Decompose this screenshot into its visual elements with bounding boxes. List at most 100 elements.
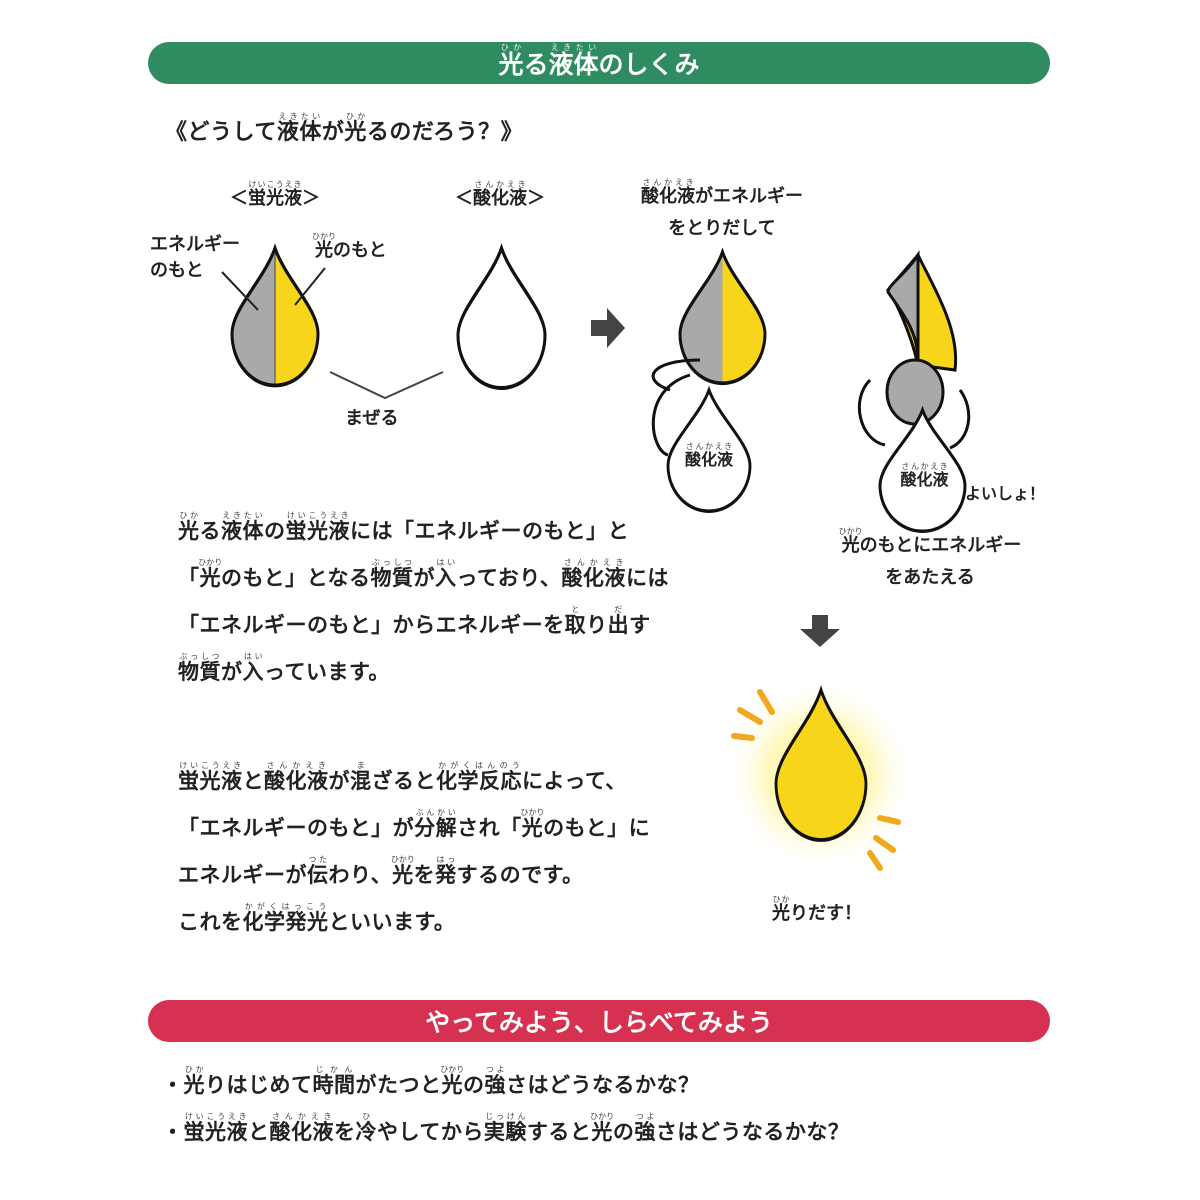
text-segment: のもと — [150, 260, 204, 281]
text-line: をとりだして — [612, 213, 832, 245]
text-segment: と — [242, 769, 264, 793]
text-segment: りはじめて — [205, 1073, 313, 1097]
text-segment: のもとにエネルギー — [859, 535, 1022, 556]
text-segment: り — [586, 613, 608, 637]
text-segment: 「 — [178, 566, 200, 590]
ruby-word: 蛍光液けいこうえき — [285, 511, 351, 543]
ruby-word: 冷ひ — [355, 1112, 378, 1144]
explanation-paragraph-2: 蛍光液けいこうえきと酸化液さんかえきが混まざると化学反応かがくはんのうによって、… — [178, 758, 650, 946]
ruby-word: 蛍光液けいこうえき — [178, 761, 243, 793]
section-header-try: やってみよう、しらべてみよう — [148, 1000, 1050, 1042]
ruby-word: 入はい — [434, 558, 457, 590]
ruby-word: 酸化液さんかえき — [269, 1112, 335, 1144]
text-segment: を — [413, 863, 436, 887]
text-segment: がたつと — [355, 1073, 442, 1097]
ruby-word: 液体えきたい — [548, 43, 599, 79]
ruby-word: 発はっ — [435, 855, 457, 887]
extracting-drop — [678, 250, 767, 386]
fluorescent-liquid-label: ＜蛍光液けいこうえき＞ — [205, 180, 345, 210]
text-segment: 《どうして — [165, 120, 277, 145]
gray-lump — [885, 358, 945, 426]
arms — [651, 358, 701, 457]
ruby-word: 光ひか — [498, 43, 524, 79]
text-line: 光ひかりのもとにエネルギー — [815, 527, 1045, 562]
text-segment: され「 — [457, 816, 522, 840]
text-segment: っています。 — [264, 660, 390, 684]
text-segment: さはどうなるかな？ — [655, 1120, 850, 1144]
ruby-word: 実験じっけん — [483, 1112, 527, 1144]
text-segment: には — [625, 566, 669, 590]
text-segment: には「エネルギーのもと」と — [350, 519, 630, 543]
text-segment: るのだろう？》 — [366, 120, 524, 145]
mix-lines — [329, 371, 444, 400]
text-segment: っており、 — [456, 566, 562, 590]
text-segment: するのです。 — [456, 863, 584, 887]
ruby-word: 物質ぶっしつ — [178, 652, 221, 684]
ruby-word: 蛍光液けいこうえき — [183, 1112, 249, 1144]
section-header-mechanism: 光ひかる液体えきたいのしくみ — [148, 42, 1050, 84]
ruby-word: 酸化液さんかえき — [561, 558, 626, 590]
text-segment: のしくみ — [598, 50, 700, 79]
glow-rays-icon — [731, 689, 901, 871]
text-line: エネルギー — [150, 232, 240, 258]
text-segment: これを — [178, 910, 243, 934]
text-line: 蛍光液けいこうえきと酸化液さんかえきが混まざると化学反応かがくはんのうによって、 — [178, 758, 650, 805]
ruby-word: 光ひか — [178, 511, 200, 543]
ruby-word: 取と — [564, 605, 587, 637]
text-segment: すると — [526, 1120, 592, 1144]
text-segment: ＞ — [527, 188, 545, 209]
arrow-down-icon — [800, 615, 840, 647]
fluorescent-drop — [230, 246, 320, 388]
give-energy-caption: 光ひかりのもとにエネルギーをあたえる — [815, 527, 1045, 594]
text-segment: のもと」となる — [221, 566, 371, 590]
text-segment: る — [199, 519, 221, 543]
ruby-word: 伝つた — [307, 855, 329, 887]
text-segment: す — [629, 613, 651, 637]
section-title: やってみよう、しらべてみよう — [425, 1008, 773, 1037]
ruby-word: 光ひかり — [590, 1112, 615, 1144]
question-heading: 《どうして液体えきたいが光ひかるのだろう？》 — [165, 112, 523, 146]
ruby-word: 酸化液さんかえき — [900, 462, 949, 489]
text-segment: が — [321, 120, 345, 145]
text-segment: によって、 — [522, 769, 627, 793]
ruby-word: 化学反応かがくはんのう — [436, 761, 522, 793]
ruby-word: 時間じかん — [312, 1065, 356, 1097]
ruby-word: 酸化液さんかえき — [641, 178, 695, 207]
text-segment: のもと」に — [543, 816, 651, 840]
ruby-word: 液体えきたい — [221, 511, 264, 543]
ruby-word: 光ひかり — [198, 558, 223, 590]
pointer-line — [221, 271, 259, 311]
ruby-word: 物質ぶっしつ — [370, 558, 414, 590]
explanation-paragraph-1: 光ひかる液体えきたいの蛍光液けいこうえきには「エネルギーのもと」と「光ひかりのも… — [178, 508, 669, 696]
text-line: エネルギーが伝つたわり、光ひかりを発はっするのです。 — [178, 852, 650, 899]
mix-label: まぜる — [345, 404, 398, 430]
ruby-word: 強つよ — [634, 1112, 656, 1144]
yellow-light-part — [886, 252, 958, 372]
shine-label: 光ひかりだす！ — [772, 895, 862, 925]
text-segment: の — [264, 519, 286, 543]
ruby-word: 光ひかり — [520, 808, 545, 840]
text-segment: といいます。 — [328, 910, 456, 934]
ruby-word: 酸化液さんかえき — [264, 761, 329, 793]
text-segment: 「エネルギーのもと」からエネルギーを — [178, 613, 565, 637]
ruby-word: 光ひかり — [390, 855, 415, 887]
ruby-word: 光ひか — [183, 1065, 206, 1097]
text-line: 「エネルギーのもと」からエネルギーを取とり出だす — [178, 602, 669, 649]
text-segment: が — [328, 769, 350, 793]
ruby-word: 蛍光液けいこうえき — [248, 180, 302, 209]
text-segment: ざると — [371, 769, 436, 793]
text-segment: がエネルギー — [695, 186, 803, 207]
text-segment: の — [463, 1073, 485, 1097]
ruby-word: 光ひか — [772, 895, 790, 924]
text-segment: ・ — [162, 1073, 184, 1097]
extract-caption: 酸化液さんかえきがエネルギーをとりだして — [612, 178, 832, 245]
ruby-word: 光ひかり — [838, 527, 863, 556]
gray-energy-part — [886, 249, 920, 361]
heave-label: よいしょ！ — [965, 480, 1045, 504]
section-title: 光ひかる液体えきたいのしくみ — [498, 43, 700, 79]
text-line: 「エネルギーのもと」が分解ぶんかいされ「光ひかりのもと」に — [178, 805, 650, 852]
text-line: 酸化液さんかえきがエネルギー — [612, 178, 832, 213]
text-segment: ＞ — [302, 188, 320, 209]
text-segment: のもと — [333, 240, 387, 261]
